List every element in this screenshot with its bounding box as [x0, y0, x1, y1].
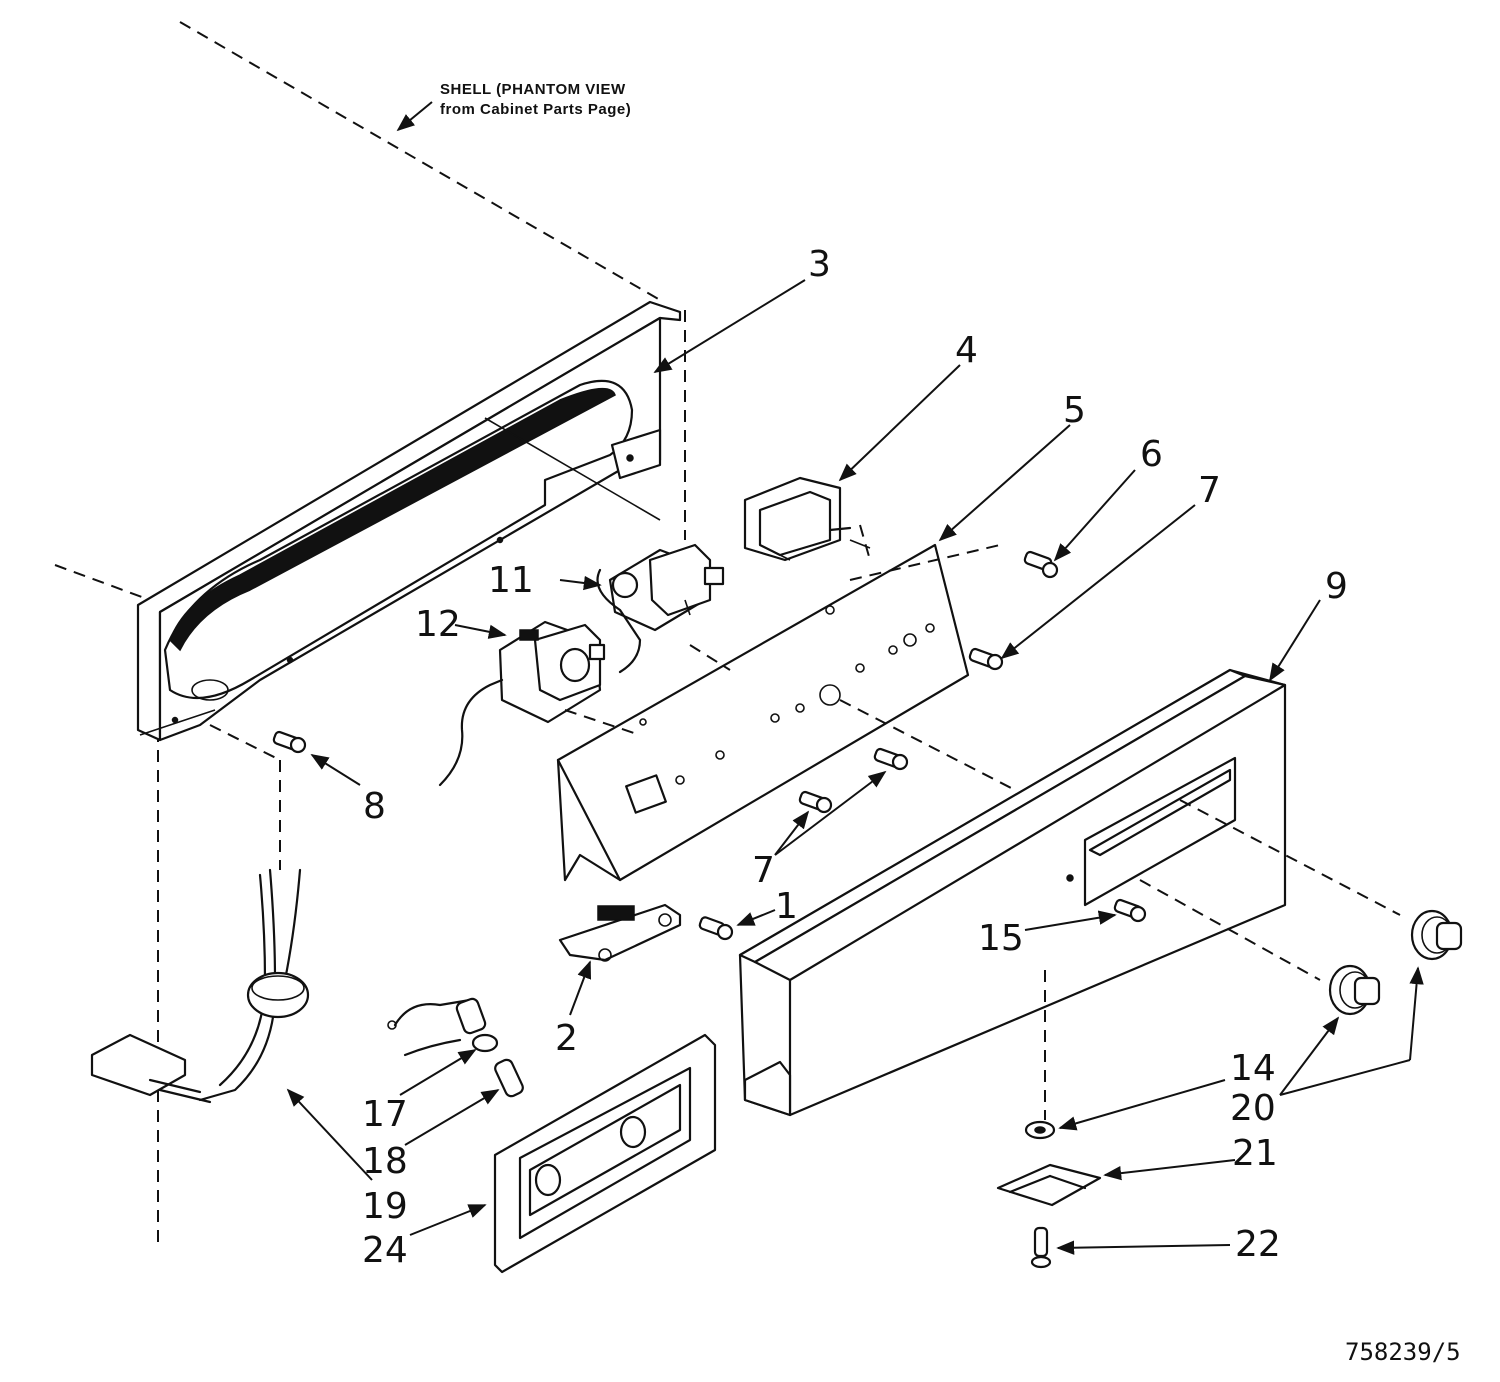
leader-lines [286, 279, 1424, 1255]
callout-2: 2 [555, 1018, 578, 1059]
shell-note-line2: from Cabinet Parts Page) [440, 101, 631, 118]
callout-19: 19 [362, 1186, 408, 1227]
part-8-screw [272, 730, 307, 754]
callout-11: 11 [488, 560, 534, 601]
alignment-lines [209, 524, 1401, 1120]
callout-21: 21 [1232, 1133, 1278, 1174]
part-22-screw [1030, 1226, 1052, 1269]
part-4-switch [743, 476, 871, 562]
part-15-screw [1113, 898, 1147, 923]
part-1-screw [698, 916, 734, 941]
part-7-screws [798, 647, 1004, 814]
part-6-screw [1023, 550, 1059, 579]
callout-7-lower: 7 [752, 850, 775, 891]
part-9-trim-panel [738, 668, 1287, 1117]
callout-17: 17 [362, 1094, 408, 1135]
part-17-18-socket [387, 997, 524, 1098]
part-24-bezel [493, 1033, 717, 1274]
part-3-console-panel [136, 300, 682, 742]
callout-labels: 3 4 5 6 7 9 11 12 8 7 1 2 15 14 20 21 22… [362, 244, 1348, 1271]
callout-5: 5 [1063, 390, 1086, 431]
shell-phantom-note: SHELL (PHANTOM VIEW from Cabinet Parts P… [396, 81, 631, 132]
callout-14: 14 [1230, 1048, 1276, 1089]
callout-6: 6 [1140, 434, 1163, 475]
callout-20: 20 [1230, 1088, 1276, 1129]
part-12-thermostat [438, 620, 606, 787]
callout-24: 24 [362, 1230, 408, 1271]
part-19-wire-harness [90, 868, 310, 1104]
callout-15: 15 [978, 918, 1024, 959]
callout-7-top: 7 [1198, 470, 1221, 511]
callout-4: 4 [955, 330, 978, 371]
part-2-bulb-holder [558, 903, 682, 962]
callout-8: 8 [363, 786, 386, 827]
callout-18: 18 [362, 1141, 408, 1182]
part-5-bracket [556, 543, 1001, 882]
callout-1: 1 [775, 886, 798, 927]
callout-3: 3 [808, 244, 831, 285]
part-11-thermostat [596, 543, 725, 674]
part-14-20-knobs [1328, 909, 1463, 1016]
shell-note-line1: SHELL (PHANTOM VIEW [440, 81, 626, 98]
callout-22: 22 [1235, 1224, 1281, 1265]
callout-9: 9 [1325, 566, 1348, 607]
drawing-number: 758239/5 [1345, 1338, 1461, 1366]
part-14-washer [1024, 1120, 1056, 1140]
part-21-clip [996, 1163, 1102, 1207]
callout-12: 12 [415, 604, 461, 645]
